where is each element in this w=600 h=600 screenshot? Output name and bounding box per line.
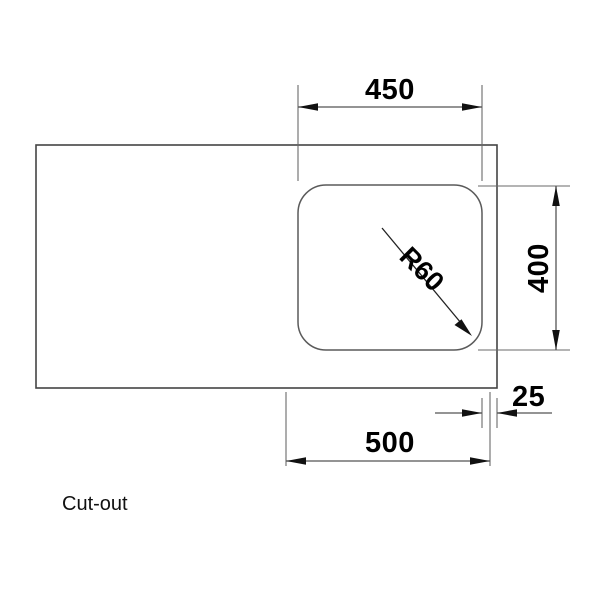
dimension-450-group: 450 bbox=[297, 74, 483, 181]
dimension-25-arrow-right bbox=[497, 409, 517, 417]
dimension-450-arrow-left bbox=[298, 103, 318, 111]
dimension-25-arrow-left bbox=[462, 409, 482, 417]
radius-r60-label: R60 bbox=[394, 241, 450, 297]
radius-r60-leader-line bbox=[381, 227, 467, 330]
dimension-400-arrow-bottom bbox=[552, 330, 560, 350]
dimension-400-label: 400 bbox=[523, 243, 555, 293]
drawing-caption: Cut-out bbox=[62, 493, 128, 515]
worktop-panel-outline bbox=[35, 144, 498, 389]
dimension-400-group: 400 bbox=[478, 185, 570, 351]
dimension-500-group: 500 bbox=[285, 392, 491, 466]
dimension-25-label: 25 bbox=[512, 381, 545, 413]
dimension-25-group: 25 bbox=[435, 381, 552, 428]
dimension-500-label: 500 bbox=[365, 427, 415, 459]
dimension-500-arrow-left bbox=[286, 457, 306, 465]
dimension-500-arrow-right bbox=[470, 457, 490, 465]
dimension-400-arrow-top bbox=[552, 186, 560, 206]
sink-cutout-outline bbox=[297, 184, 483, 351]
radius-r60-group: R60 bbox=[381, 227, 472, 336]
radius-r60-arrow bbox=[454, 319, 472, 336]
dimension-450-arrow-right bbox=[462, 103, 482, 111]
dimension-450-label: 450 bbox=[365, 74, 415, 106]
